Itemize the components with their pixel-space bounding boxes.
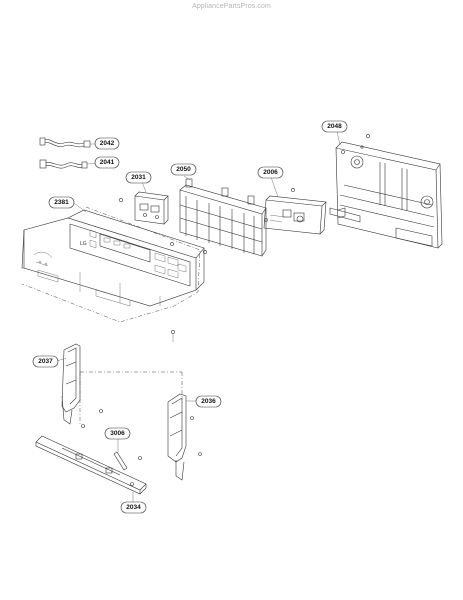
watermark: AppliancePartsPros.com (192, 3, 271, 10)
svg-text:2050: 2050 (176, 166, 191, 173)
svg-text:2037: 2037 (38, 358, 53, 365)
wire-harness-2042 (39, 137, 104, 148)
bottom-rail-2034 (35, 435, 147, 495)
screws-top (119, 134, 370, 342)
callout-2036: 2036 (195, 395, 222, 408)
svg-text:2381: 2381 (54, 199, 69, 206)
callout-2037: 2037 (32, 355, 59, 368)
callout-2042: 2042 (94, 137, 120, 150)
callout-2050: 2050 (170, 163, 197, 176)
wire-harness-2041 (39, 159, 105, 169)
callout-3006: 3006 (104, 427, 131, 440)
control-board-2006 (263, 188, 327, 235)
svg-text:2034: 2034 (126, 504, 141, 511)
button-frame-2050 (179, 178, 267, 257)
svg-text:2042: 2042 (100, 140, 115, 147)
callout-2031: 2031 (125, 171, 152, 184)
control-panel-2381: LG (21, 206, 205, 323)
svg-text:2031: 2031 (131, 174, 146, 181)
clip-3006 (113, 451, 128, 471)
callout-2048: 2048 (321, 120, 348, 133)
leader-lines (56, 126, 341, 504)
svg-text:2048: 2048 (327, 123, 342, 130)
svg-text:2036: 2036 (201, 398, 216, 405)
callout-2006: 2006 (257, 166, 284, 179)
side-bracket-2036 (167, 372, 202, 481)
rear-bracket-2048 (329, 141, 443, 249)
svg-text:3006: 3006 (110, 430, 125, 437)
callout-2381: 2381 (48, 196, 75, 209)
panel-logo: LG (80, 241, 87, 247)
bracket-2031 (134, 191, 169, 225)
side-bracket-2037 (61, 343, 182, 428)
callout-2034: 2034 (120, 501, 147, 514)
callout-2041: 2041 (94, 156, 120, 169)
svg-text:2041: 2041 (100, 159, 115, 166)
svg-text:2006: 2006 (263, 169, 278, 176)
